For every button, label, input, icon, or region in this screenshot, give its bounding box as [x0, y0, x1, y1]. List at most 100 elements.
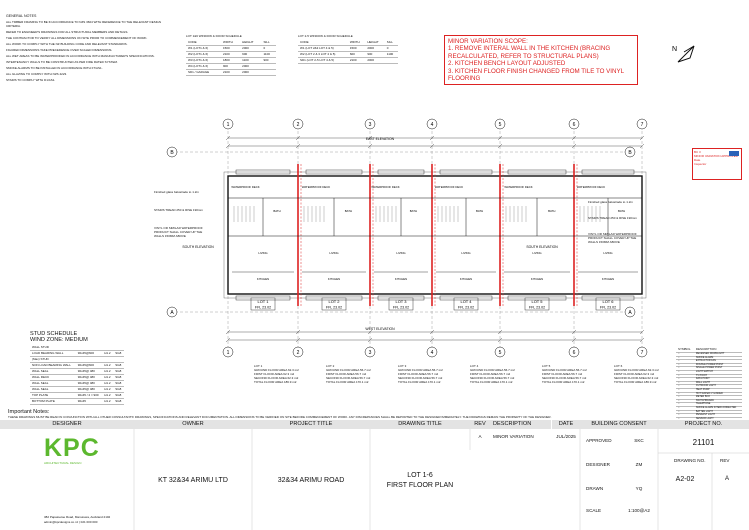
- grid-bubble: [222, 118, 234, 130]
- room-label: LIVING: [532, 251, 541, 255]
- schedule-cell: 2000: [240, 63, 262, 70]
- lot-area-line: FIRST FLOOR AREA 56.7 m2: [542, 372, 583, 376]
- window: [305, 295, 363, 301]
- lot-area-line: SECOND FLOOR AREA 56.7 m2: [398, 376, 443, 380]
- minor-variation-item: 3. KITCHEN FLOOR FINISH CHANGED FROM TIL…: [448, 67, 624, 83]
- room-label: BATH: [618, 209, 625, 213]
- grid-bubble: [624, 146, 636, 158]
- lot-tag: [453, 297, 479, 311]
- legend-description: OUTDOOR LIGHT: [693, 385, 742, 389]
- drawing-title-line2: FIRST FLOOR PLAN: [386, 482, 454, 489]
- stud-cell: LOAD BEARING WALL: [30, 350, 76, 357]
- important-notes-text: THESE DRAWINGS MUST BE READ IN CONJUNCTI…: [8, 415, 552, 419]
- lot-area-title: LOT 3: [398, 364, 407, 368]
- stud-cell: H1.2: [102, 392, 114, 399]
- project-no-value: 21101: [692, 438, 715, 447]
- lot-tag: [388, 297, 414, 311]
- stud-cell: 90x45@ 480: [75, 368, 103, 375]
- plan-note: Finished glass balustrade to 1.2m: [154, 190, 199, 194]
- grid-bubble: [166, 306, 178, 318]
- room-label: LIVING: [461, 251, 470, 255]
- room-label: WATERPROOF DECK: [577, 185, 605, 189]
- lot-label: LOT 1: [257, 299, 269, 304]
- grid-bubble: [166, 146, 178, 158]
- wind-zone: WIND ZONE: MEDIUM: [30, 337, 88, 343]
- note-line: INTERTENANCY WALLS TO BE CONSTRUCTED AS …: [6, 60, 118, 64]
- lot-area-line: FIRST FLOOR AREA 56.7 m2: [398, 372, 439, 376]
- stud-cell: [75, 356, 103, 363]
- legend-description: SWITCHBOARD: [693, 399, 742, 404]
- lot-tag: [250, 297, 276, 311]
- plan-note: STAIRS TREAD 250 & RISE 190mm: [154, 208, 203, 212]
- ffl-label: FFL 23.02: [393, 306, 409, 310]
- table-row: ○SMOKE ALARM INTERCONNECTED: [676, 406, 742, 411]
- drawing-no-value: A2-02: [675, 476, 695, 483]
- stud-cell: H1.2: [102, 368, 114, 375]
- lot-area-line: FIRST FLOOR AREA 56.7 m2: [326, 372, 367, 376]
- stamp-line: MINOR VARIATION APPROVED: [694, 154, 738, 158]
- grid-bubble: [636, 346, 648, 358]
- dimension-tick: [225, 329, 231, 335]
- stud-cell: SG8: [113, 374, 124, 381]
- schedule-cell: 2100: [220, 69, 241, 76]
- minor-variation-title: MINOR VARIATION SCOPE:: [448, 38, 528, 45]
- schedule-cell: 900: [240, 51, 262, 58]
- lot-tag: [595, 297, 621, 311]
- north-arrow-icon: N: [672, 45, 695, 63]
- legend-description: TELEPHONE: [693, 403, 742, 407]
- stud-cell: TOP PLATE: [30, 392, 76, 399]
- legend-description: RECESSED DOWNLIGHT: [693, 352, 742, 357]
- lot-area-line: SECOND FLOOR AREA 56.7 m2: [326, 376, 371, 380]
- legend-description: LIGHT SWITCH: [693, 370, 742, 375]
- schedule-cell: 2000: [240, 45, 262, 52]
- legend-header: DESCRIPTION: [693, 347, 742, 353]
- schedule-cell: [261, 69, 276, 76]
- table-row: (Max) STUD: [30, 356, 124, 363]
- dimension-tick: [497, 143, 503, 149]
- lot-area-title: LOT 5: [542, 364, 551, 368]
- table-row: ○SINGLE POWER POINT: [676, 367, 742, 371]
- window: [581, 169, 635, 175]
- legend-symbol: ○: [676, 381, 694, 386]
- north-label: N: [672, 46, 677, 53]
- consent-value: 1:100@A2: [628, 508, 650, 513]
- room-label: BATH: [345, 209, 352, 213]
- dimension-tick: [497, 329, 503, 335]
- note-line: FIGURED DIMENSIONS TAKE PRECEDENCE OVER …: [6, 48, 113, 52]
- stud-cell: SG8: [113, 392, 124, 399]
- lot-tag: [321, 297, 347, 311]
- legend-symbol: ○: [676, 374, 694, 379]
- room-label: LIVING: [258, 251, 267, 255]
- consent-label: DRAWN: [586, 486, 604, 491]
- lot-area-line: FIRST FLOOR AREA 62.3 m2: [254, 372, 295, 376]
- grid-bubble: [426, 346, 438, 358]
- stud-schedule: STUD SCHEDULE WIND ZONE: MEDIUM WALL STU…: [30, 331, 124, 405]
- general-notes-title: GENERAL NOTES: [6, 14, 37, 18]
- stud-cell: NON LOAD BEARING WALL: [30, 362, 76, 369]
- schedule-title: LOT 1&6 WINDOW & DOOR SCHEDULE: [186, 34, 242, 38]
- dimension-tick: [429, 143, 435, 149]
- legend-description: SINGLE POWER POINT: [693, 367, 742, 371]
- schedule-header: CODE: [186, 40, 221, 46]
- logo-subtitle: ARCHITECTURAL DESIGN: [44, 461, 82, 465]
- grid-number: 7: [641, 122, 644, 128]
- south-elevation-label: SOUTH ELEVATION: [182, 245, 214, 249]
- stud-schedule-title: STUD SCHEDULE: [30, 331, 78, 337]
- consent-label: DESIGNER: [586, 462, 610, 467]
- plan-note: VINYL OR SIMILAR WATERPROOF PRODUCT SHAL…: [154, 226, 203, 238]
- window: [377, 169, 425, 175]
- room-label: KITCHEN: [460, 277, 472, 281]
- schedule-header: WIDTH: [220, 40, 241, 46]
- table-row: ○METER BOX: [676, 395, 742, 400]
- dimension-tick: [295, 337, 301, 343]
- legend-symbol: ○: [676, 352, 694, 357]
